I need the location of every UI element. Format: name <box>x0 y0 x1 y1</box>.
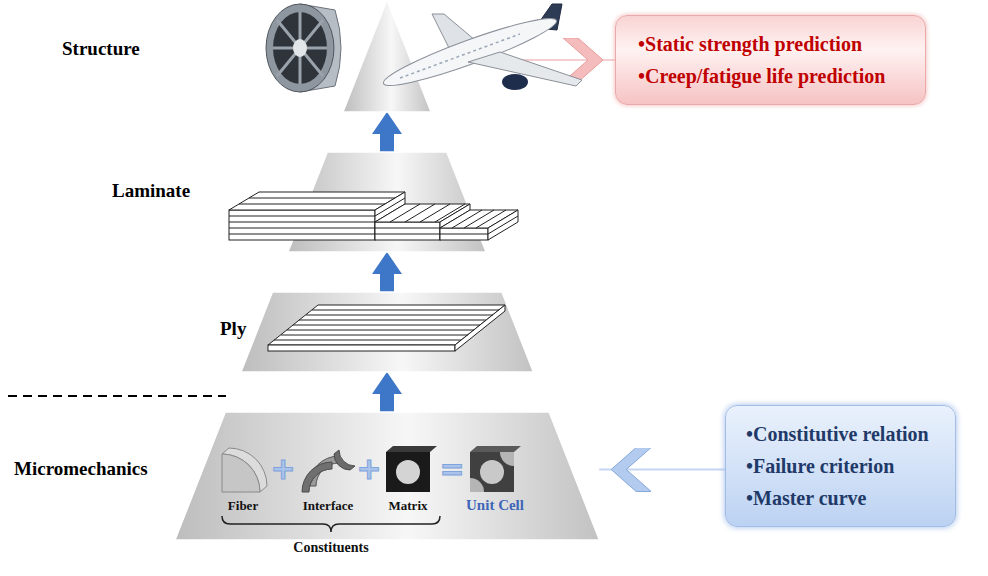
jet-engine-icon <box>266 4 341 92</box>
operator-symbol: + <box>356 452 381 487</box>
group-label: Constituents <box>293 540 368 556</box>
matrix-icon <box>386 452 430 492</box>
level-label: Micromechanics <box>14 458 148 481</box>
level-label: Ply <box>220 318 246 341</box>
band-shape <box>175 412 599 540</box>
unit-cell-fiber <box>500 452 514 466</box>
band-shape <box>288 152 486 252</box>
input-box: •Constitutive relation•Failure criterion… <box>725 405 956 527</box>
unit-cell-icon <box>470 452 514 492</box>
band-shape <box>343 0 431 112</box>
operator-symbol: = <box>439 452 464 487</box>
bullet-item: •Constitutive relation <box>746 418 929 450</box>
ply-sheet <box>268 345 455 351</box>
laminate-block <box>229 210 375 240</box>
level-label: Structure <box>62 38 140 61</box>
engine-fan <box>273 12 327 84</box>
level-band: Structure <box>343 0 431 112</box>
airplane-icon <box>379 4 582 95</box>
matrix-icon <box>386 446 437 492</box>
band-shape <box>343 0 431 112</box>
part-label: Matrix <box>389 499 428 514</box>
engine-fan-ring <box>266 4 334 92</box>
band-shape <box>241 292 533 372</box>
part-label: Interface <box>303 499 354 514</box>
connector-group <box>387 60 725 470</box>
level-arrow <box>380 394 394 412</box>
engine-spinner <box>293 39 307 57</box>
unit-cell-icon <box>470 446 521 492</box>
bullet-item: •Master curve <box>746 482 929 514</box>
unit-cell-icon <box>470 446 521 452</box>
laminate-block <box>375 222 440 240</box>
level-arrow <box>380 274 394 292</box>
operator-symbol: + <box>270 452 295 487</box>
result-box: •Static strength prediction•Creep/fatigu… <box>615 15 926 105</box>
matrix-hole <box>396 460 420 484</box>
matrix-icon <box>386 446 437 452</box>
fiber-icon <box>222 454 260 492</box>
scale-divider <box>8 395 226 397</box>
level-label: Laminate <box>112 180 190 203</box>
unit-cell-fiber <box>470 478 484 492</box>
part-label: Fiber <box>228 499 258 514</box>
bullet-item: •Creep/fatigue life prediction <box>638 60 885 92</box>
laminate-ply-lines <box>440 210 518 234</box>
ply-fibers <box>274 310 499 340</box>
laminate-drawing <box>229 192 518 240</box>
unit-cell-label: Unit Cell <box>466 497 524 514</box>
bullet-item: •Static strength prediction <box>638 28 885 60</box>
level-arrow <box>380 134 394 152</box>
unit-cell-hole <box>480 460 504 484</box>
bullet-item: •Failure criterion <box>746 450 929 482</box>
airplane-engine <box>502 74 528 90</box>
engine-blades <box>273 12 327 84</box>
chevron-connector <box>599 469 725 471</box>
